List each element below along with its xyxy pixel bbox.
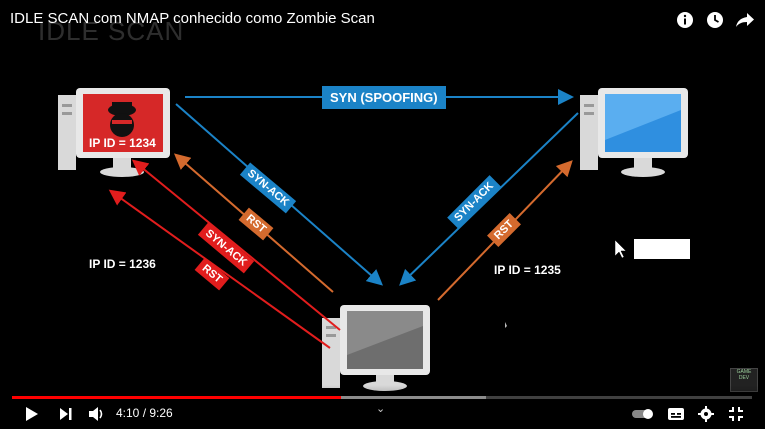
white-box [634,239,690,259]
next-icon [60,408,72,420]
progress-bar[interactable] [12,396,752,399]
video-title[interactable]: IDLE SCAN com NMAP conhecido como Zombie… [10,10,375,27]
volume-button[interactable] [86,404,108,424]
syn-spoofing-label: SYN (SPOOFING) [322,86,446,109]
play-button[interactable] [22,404,42,424]
autoplay-toggle[interactable] [630,404,656,424]
subtitles-icon [668,408,684,420]
exit-fullscreen-button[interactable] [726,404,746,424]
ip-id-right-label: IP ID = 1235 [494,263,561,277]
settings-icon [698,406,714,422]
target-computer [580,88,688,177]
volume-icon [89,407,103,421]
ip-id-attacker-label: IP ID = 1234 [89,136,156,150]
slide-watermark: IDLE SCAN [38,16,185,46]
time-display: 4:10 / 9:26 [116,406,173,420]
autoplay-toggle-icon [632,409,653,419]
share-icon[interactable] [735,10,755,30]
exit-fullscreen-icon [729,407,743,421]
settings-button[interactable] [696,404,716,424]
info-icon[interactable] [675,10,695,30]
clock-icon[interactable] [705,10,725,30]
top-icons [675,10,755,30]
attacker-computer [58,88,170,177]
chevron-down-icon[interactable]: ⌄ [376,403,386,415]
subtitles-button[interactable] [666,404,686,424]
play-icon [26,407,38,421]
next-button[interactable] [56,404,76,424]
progress-played [12,396,342,399]
ip-id-left-label: IP ID = 1236 [89,257,156,271]
player-controls [0,385,765,429]
zombie-computer [322,305,430,391]
